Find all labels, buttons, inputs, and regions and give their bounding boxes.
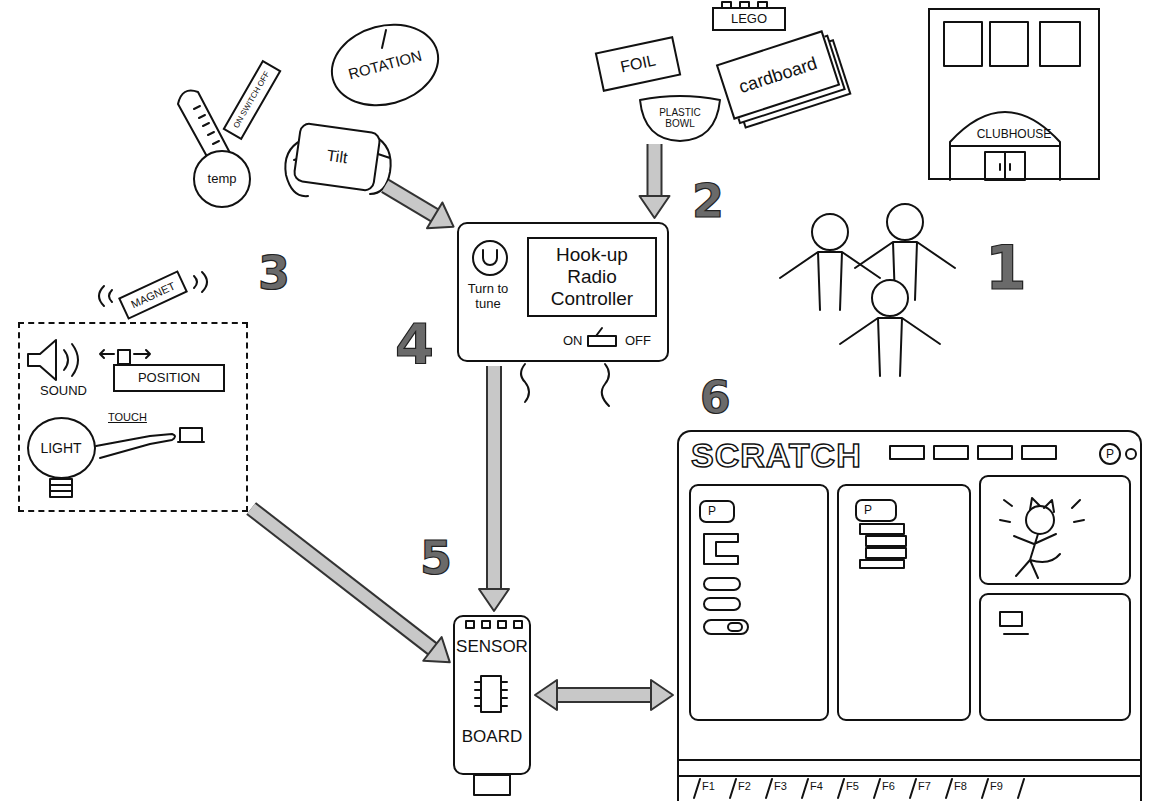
switch-lever	[596, 328, 602, 336]
callout-number: 5	[420, 535, 452, 581]
arrow-shaft-outline	[251, 509, 432, 649]
radio-controller: Turn to tuneON OFF Hook-up Radio Controlle…	[457, 222, 669, 362]
rotation-pointer	[382, 30, 386, 48]
arrow-head	[423, 637, 450, 662]
rotation-sensor: ROTATION	[322, 12, 449, 118]
thermometer-bulb: temp	[193, 150, 251, 208]
block-arrow	[640, 144, 670, 218]
power-switch	[588, 336, 616, 346]
node-label: PLASTIC BOWL	[655, 107, 705, 130]
bowl-outline	[640, 96, 720, 141]
function-key: F9	[990, 781, 1003, 792]
scratch-interface	[679, 444, 1140, 798]
arrow-shaft-outline	[557, 687, 651, 703]
arrow-shaft	[251, 509, 432, 649]
clubhouse-details	[944, 22, 1080, 180]
node-label: temp	[208, 172, 237, 187]
node-label: cardboard	[736, 53, 819, 98]
arrow-shaft	[488, 366, 500, 589]
switch-sensor: ON SWITCH OFF	[222, 60, 281, 140]
hookup-panel: Hook-up Radio Controller	[527, 237, 657, 317]
function-key: F1	[702, 781, 715, 792]
node-label: BOARD	[455, 727, 529, 747]
arrow-shaft	[557, 689, 651, 701]
node-label: Turn to tune	[465, 282, 511, 312]
button-base	[178, 441, 204, 443]
node-label: SENSOR	[455, 637, 529, 657]
foil-sheet: FOIL	[595, 36, 682, 92]
node-label: MAGNET	[129, 279, 177, 310]
slider-arrows	[100, 350, 150, 358]
club-members	[780, 204, 955, 376]
arrow-head	[479, 589, 509, 611]
block-arrow	[479, 366, 509, 611]
block-letter: P	[708, 505, 716, 517]
arrow-shaft	[649, 144, 661, 196]
function-key: F8	[954, 781, 967, 792]
bulb-threads	[50, 485, 72, 491]
arrow-shaft-outline	[647, 144, 663, 196]
light-bulb: LIGHT	[27, 417, 96, 479]
pointing-finger	[96, 434, 175, 458]
node-label: ROTATION	[346, 47, 423, 83]
node-label: FOIL	[619, 51, 658, 76]
callout-number: 3	[258, 250, 290, 296]
arrow-shaft	[385, 186, 434, 216]
arrow-head	[427, 202, 454, 228]
sensor-board: SENSOR BOARD	[453, 615, 531, 775]
slider-knob	[118, 350, 130, 364]
block-arrow	[251, 509, 450, 663]
block-arrow	[385, 186, 453, 228]
button-letter: P	[1106, 448, 1114, 460]
node-label: ON SWITCH OFF	[232, 70, 272, 130]
arrow-head	[640, 196, 670, 218]
node-label: OFF	[625, 334, 651, 349]
cardboard-stack: cardboard	[716, 30, 840, 120]
arrow-head	[535, 680, 557, 710]
speaker-icon	[28, 340, 56, 380]
plastic-bowl: PLASTIC BOWL	[640, 96, 720, 140]
knob-mark	[483, 250, 497, 265]
sensor-label: SOUND	[40, 384, 87, 397]
position-slider: POSITION	[113, 364, 225, 392]
callout-number: 6	[700, 376, 731, 420]
callout-number: 1	[985, 238, 1027, 298]
function-key: F3	[774, 781, 787, 792]
node-label: POSITION	[138, 371, 200, 386]
block-arrow	[535, 680, 673, 710]
block-letter: P	[864, 504, 872, 516]
thermometer-ticks	[194, 106, 219, 144]
function-key: F2	[738, 781, 751, 792]
node-label: Tilt	[325, 146, 348, 167]
node-label: ON	[563, 334, 583, 349]
sound-waves	[64, 344, 78, 376]
arrow-shaft-outline	[486, 366, 502, 589]
callout-number: 2	[692, 178, 724, 224]
magnet-bar: MAGNET	[118, 270, 188, 320]
function-key: F6	[882, 781, 895, 792]
tuning-knob	[473, 241, 507, 275]
node-label: LIGHT	[40, 440, 81, 456]
callout-number: 4	[395, 316, 434, 372]
node-label: LEGO	[731, 12, 767, 27]
function-key: F4	[810, 781, 823, 792]
function-key: F7	[918, 781, 931, 792]
tilt-phone: Tilt	[292, 122, 382, 193]
function-key: F5	[846, 781, 859, 792]
arrow-head	[651, 680, 673, 710]
node-label: SCRATCH	[691, 436, 862, 475]
clubhouse-building: CLUBHOUSE	[928, 8, 1100, 180]
node-label: CLUBHOUSE	[930, 128, 1098, 142]
bulb-base	[50, 479, 72, 497]
lego-brick: LEGO	[712, 7, 786, 31]
scratch-laptop: SCRATCH	[677, 430, 1142, 801]
arrow-shaft-outline	[385, 186, 434, 216]
controller-wires	[521, 364, 609, 406]
touch-button	[180, 428, 202, 442]
sensor-label: TOUCH	[108, 412, 147, 423]
node-label: Hook-up Radio Controller	[536, 244, 648, 310]
